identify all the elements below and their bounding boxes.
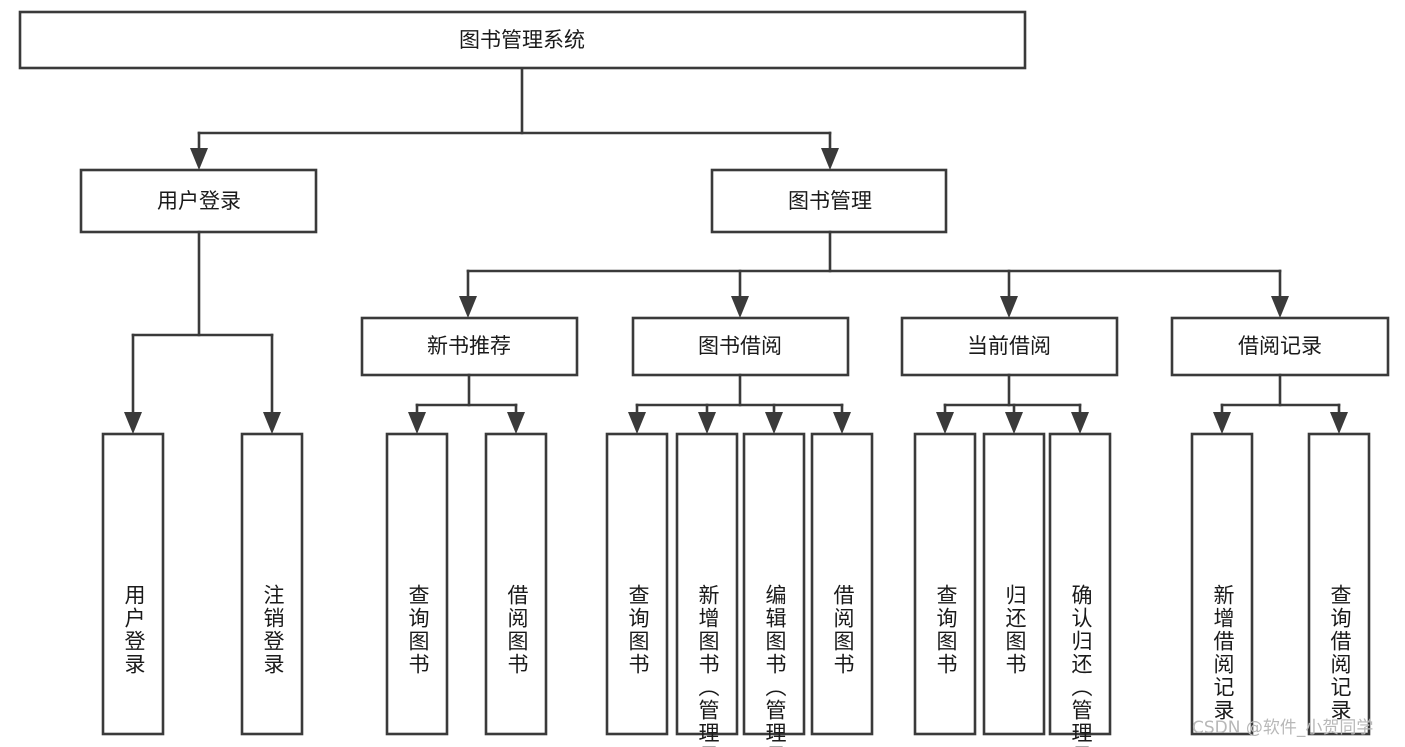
node-new-book-recommend[interactable]: 新书推荐 xyxy=(360,316,579,377)
leaf-br-add-record-box[interactable] xyxy=(1190,432,1254,736)
arrowhead-to-leaf-nbr-borrow-book xyxy=(507,412,525,434)
leaf-bb-borrow-book-label: 借阅图书 xyxy=(831,584,855,676)
leaf-cb-query-book[interactable]: 查询图书 xyxy=(913,432,977,736)
arrowhead-to-leaf-cb-return-book xyxy=(1005,412,1023,434)
node-current-borrow-box[interactable] xyxy=(900,316,1119,377)
arrowhead-to-book-borrow xyxy=(731,296,749,318)
arrowhead-to-leaf-cb-query-book xyxy=(936,412,954,434)
arrowhead-to-leaf-br-add-record xyxy=(1213,412,1231,434)
node-user-login[interactable]: 用户登录 xyxy=(79,168,318,234)
connector-book-borrow-to-leaves xyxy=(628,373,851,434)
arrowhead-to-leaf-br-query-record xyxy=(1330,412,1348,434)
node-borrow-records-label: 借阅记录 xyxy=(1238,334,1322,358)
arrowhead-to-leaf-logout xyxy=(263,412,281,434)
arrowhead-to-leaf-user-login xyxy=(124,412,142,434)
arrowhead-to-leaf-bb-edit-book xyxy=(765,412,783,434)
leaf-cb-confirm-return-label: 确认归还（管理员） xyxy=(1069,584,1093,747)
arrowhead-to-borrow-records xyxy=(1271,296,1289,318)
leaf-logout-label: 注销登录 xyxy=(261,584,285,676)
leaf-bb-query-book[interactable]: 查询图书 xyxy=(605,432,669,736)
csdn-watermark: CSDN @软件_小贺同学 xyxy=(1192,718,1373,738)
arrowhead-to-leaf-cb-confirm-return xyxy=(1071,412,1089,434)
leaf-cb-confirm-return-box[interactable] xyxy=(1048,432,1112,736)
leaf-bb-borrow-book-box[interactable] xyxy=(810,432,874,736)
leaf-logout-box[interactable] xyxy=(240,432,304,736)
leaf-bb-add-book-box[interactable] xyxy=(675,432,739,736)
node-book-manage-box[interactable] xyxy=(710,168,948,234)
leaf-bb-borrow-book[interactable]: 借阅图书 xyxy=(810,432,874,736)
connector-user-login-to-leaves xyxy=(124,230,281,434)
leaf-bb-query-book-box[interactable] xyxy=(605,432,669,736)
leaf-nbr-query-book-label: 查询图书 xyxy=(406,584,430,676)
arrowhead-to-current-borrow xyxy=(1000,296,1018,318)
connector-current-borrow-to-leaves xyxy=(936,373,1089,434)
arrowhead-to-leaf-bb-add-book xyxy=(698,412,716,434)
node-new-book-recommend-box[interactable] xyxy=(360,316,579,377)
leaf-br-query-record[interactable]: 查询借阅记录 xyxy=(1307,432,1371,736)
leaf-nbr-borrow-book[interactable]: 借阅图书 xyxy=(484,432,548,736)
connector-borrow-records-to-leaves xyxy=(1213,373,1348,434)
leaf-cb-return-book-box[interactable] xyxy=(982,432,1046,736)
arrowhead-to-user-login xyxy=(190,148,208,170)
leaf-logout[interactable]: 注销登录 xyxy=(240,432,304,736)
node-current-borrow[interactable]: 当前借阅 xyxy=(900,316,1119,377)
arrowhead-to-leaf-bb-query-book xyxy=(628,412,646,434)
leaf-bb-query-book-label: 查询图书 xyxy=(626,584,650,676)
connector-root-to-level2 xyxy=(190,66,839,170)
node-root-label: 图书管理系统 xyxy=(459,28,585,52)
arrowhead-to-leaf-bb-borrow-book xyxy=(833,412,851,434)
leaf-cb-return-book[interactable]: 归还图书 xyxy=(982,432,1046,736)
leaf-user-login-box[interactable] xyxy=(101,432,165,736)
arrowhead-to-leaf-nbr-query-book xyxy=(408,412,426,434)
connector-new-book-recommend-to-leaves xyxy=(408,373,525,434)
leaf-bb-edit-book-label: 编辑图书（管理员） xyxy=(763,584,787,747)
node-root[interactable]: 图书管理系统 xyxy=(18,10,1027,70)
leaf-br-add-record-label: 新增借阅记录 xyxy=(1211,584,1235,722)
arrowhead-to-book-manage xyxy=(821,148,839,170)
leaf-bb-edit-book[interactable]: 编辑图书（管理员） xyxy=(742,432,806,747)
leaf-br-query-record-box[interactable] xyxy=(1307,432,1371,736)
leaf-cb-confirm-return[interactable]: 确认归还（管理员） xyxy=(1048,432,1112,747)
leaf-cb-query-book-label: 查询图书 xyxy=(934,584,958,676)
node-book-manage-label: 图书管理 xyxy=(788,189,872,213)
node-borrow-records-box[interactable] xyxy=(1170,316,1390,377)
leaf-br-add-record[interactable]: 新增借阅记录 xyxy=(1190,432,1254,736)
leaf-bb-edit-book-box[interactable] xyxy=(742,432,806,736)
node-borrow-records[interactable]: 借阅记录 xyxy=(1170,316,1390,377)
leaf-nbr-query-book-box[interactable] xyxy=(385,432,449,736)
node-new-book-recommend-label: 新书推荐 xyxy=(427,334,511,358)
node-current-borrow-label: 当前借阅 xyxy=(967,334,1051,358)
leaf-nbr-query-book[interactable]: 查询图书 xyxy=(385,432,449,736)
node-book-borrow-box[interactable] xyxy=(631,316,850,377)
node-book-borrow-label: 图书借阅 xyxy=(698,334,782,358)
leaf-user-login[interactable]: 用户登录 xyxy=(101,432,165,736)
node-user-login-label: 用户登录 xyxy=(157,189,241,213)
node-root-box[interactable] xyxy=(18,10,1027,70)
leaf-cb-query-book-box[interactable] xyxy=(913,432,977,736)
connector-book-manage-to-level3 xyxy=(459,230,1289,318)
node-book-manage[interactable]: 图书管理 xyxy=(710,168,948,234)
arrowhead-to-new-book-recommend xyxy=(459,296,477,318)
node-book-borrow[interactable]: 图书借阅 xyxy=(631,316,850,377)
leaf-user-login-label: 用户登录 xyxy=(122,584,146,676)
leaf-bb-add-book-label: 新增图书（管理员） xyxy=(696,584,720,747)
leaf-nbr-borrow-book-box[interactable] xyxy=(484,432,548,736)
leaf-cb-return-book-label: 归还图书 xyxy=(1003,584,1027,676)
leaf-bb-add-book[interactable]: 新增图书（管理员） xyxy=(675,432,739,747)
leaf-br-query-record-label: 查询借阅记录 xyxy=(1328,584,1352,722)
leaf-nbr-borrow-book-label: 借阅图书 xyxy=(505,584,529,676)
